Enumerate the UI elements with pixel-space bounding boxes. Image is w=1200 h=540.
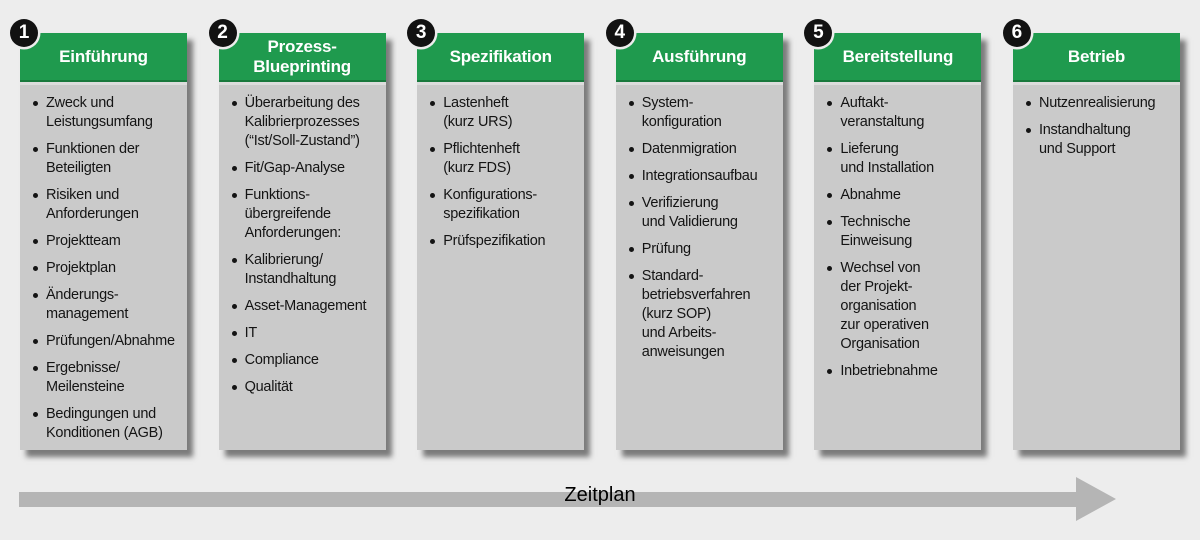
timeline-label: Zeitplan [564, 484, 636, 506]
phase-item-list: System- konfiguration Datenmigration Int… [615, 82, 783, 450]
phase-item: Kalibrierung/ Instandhaltung [231, 251, 383, 289]
phase-item: Abnahme [827, 186, 978, 205]
phase-item: Risiken und Anforderungen [33, 186, 184, 224]
phase-card-betrieb: 6 Betrieb Nutzenrealisierung Instandhalt… [1002, 19, 1180, 450]
phase-card-bereitstellung: 5 Bereitstellung Auftakt- veranstaltung … [804, 19, 982, 450]
phase-item: Überarbeitung des Kalibrierprozesses (“I… [231, 94, 383, 151]
phase-item: Funktions- übergreifende Anforderungen: [231, 186, 383, 243]
phase-item: Ergebnisse/ Meilensteine [33, 359, 184, 397]
phase-item: Funktionen der Beteiligten [33, 140, 184, 178]
phase-card-spezifikation: 3 Spezifikation Lastenheft (kurz URS) Pf… [407, 19, 585, 450]
phase-card-ausfuehrung: 4 Ausführung System- konfiguration Daten… [605, 19, 783, 450]
phase-item: Konfigurations- spezifikation [430, 186, 581, 224]
phase-item: Nutzenrealisierung [1025, 94, 1177, 113]
phase-number-badge: 2 [208, 19, 237, 47]
phase-card-prozess-blueprinting: 2 Prozess- Blueprinting Überarbeitung de… [208, 19, 386, 450]
phase-card-einfuehrung: 1 Einführung Zweck und Leistungsumfang F… [10, 19, 187, 450]
phase-title: Ausführung [615, 33, 783, 82]
phase-item: Projektteam [33, 232, 184, 251]
phase-item: Pflichtenheft (kurz FDS) [430, 140, 581, 178]
phase-item-list: Auftakt- veranstaltung Lieferung und Ins… [814, 82, 982, 450]
phase-number-badge: 4 [605, 19, 634, 47]
phase-item: Verifizierung und Validierung [628, 194, 780, 232]
timeline-arrow-bar [19, 492, 1076, 507]
timeline-arrow-head-icon [1076, 477, 1116, 521]
phase-item-list: Zweck und Leistungsumfang Funktionen der… [20, 82, 187, 450]
phase-item-list: Lastenheft (kurz URS) Pflichtenheft (kur… [417, 82, 585, 450]
phase-title: Bereitstellung [814, 33, 982, 82]
phase-item: Auftakt- veranstaltung [827, 94, 978, 132]
phase-item: Änderungs- management [33, 286, 184, 324]
phase-item: IT [231, 324, 383, 343]
phase-number-badge: 1 [10, 19, 38, 47]
phase-item: Fit/Gap-Analyse [231, 159, 383, 178]
phase-item: Prüfungen/Abnahme [33, 332, 184, 351]
phase-item: Instandhaltung und Support [1025, 121, 1177, 159]
phase-item: Inbetriebnahme [827, 362, 978, 381]
phase-item: Wechsel von der Projekt- organisation zu… [827, 259, 978, 354]
phase-item: Lieferung und Installation [827, 140, 978, 178]
phase-item: Qualität [231, 378, 383, 397]
phase-item: Datenmigration [628, 140, 780, 159]
phase-item: Zweck und Leistungsumfang [33, 94, 184, 132]
phase-item: System- konfiguration [628, 94, 780, 132]
phase-item: Prüfspezifikation [430, 232, 581, 251]
phase-item: Technische Einweisung [827, 213, 978, 251]
phase-title: Betrieb [1012, 33, 1180, 82]
phase-number-badge: 5 [804, 19, 833, 47]
phase-cards-row: 1 Einführung Zweck und Leistungsumfang F… [0, 19, 1200, 450]
phase-item: Compliance [231, 351, 383, 370]
phase-item: Lastenheft (kurz URS) [430, 94, 581, 132]
phase-item: Integrationsaufbau [628, 167, 780, 186]
phase-item: Asset-Management [231, 297, 383, 316]
phase-item: Prüfung [628, 240, 780, 259]
phase-number-badge: 3 [407, 19, 436, 47]
phase-item: Projektplan [33, 259, 184, 278]
phase-item-list: Überarbeitung des Kalibrierprozesses (“I… [218, 82, 386, 450]
phase-title: Einführung [20, 33, 187, 82]
phase-item: Standard- betriebsverfahren (kurz SOP) u… [628, 267, 780, 362]
phase-item: Bedingungen und Konditionen (AGB) [33, 405, 184, 443]
phase-title: Prozess- Blueprinting [218, 33, 386, 82]
phase-title: Spezifikation [417, 33, 585, 82]
phase-item-list: Nutzenrealisierung Instandhaltung und Su… [1012, 82, 1180, 450]
phase-number-badge: 6 [1002, 19, 1031, 47]
